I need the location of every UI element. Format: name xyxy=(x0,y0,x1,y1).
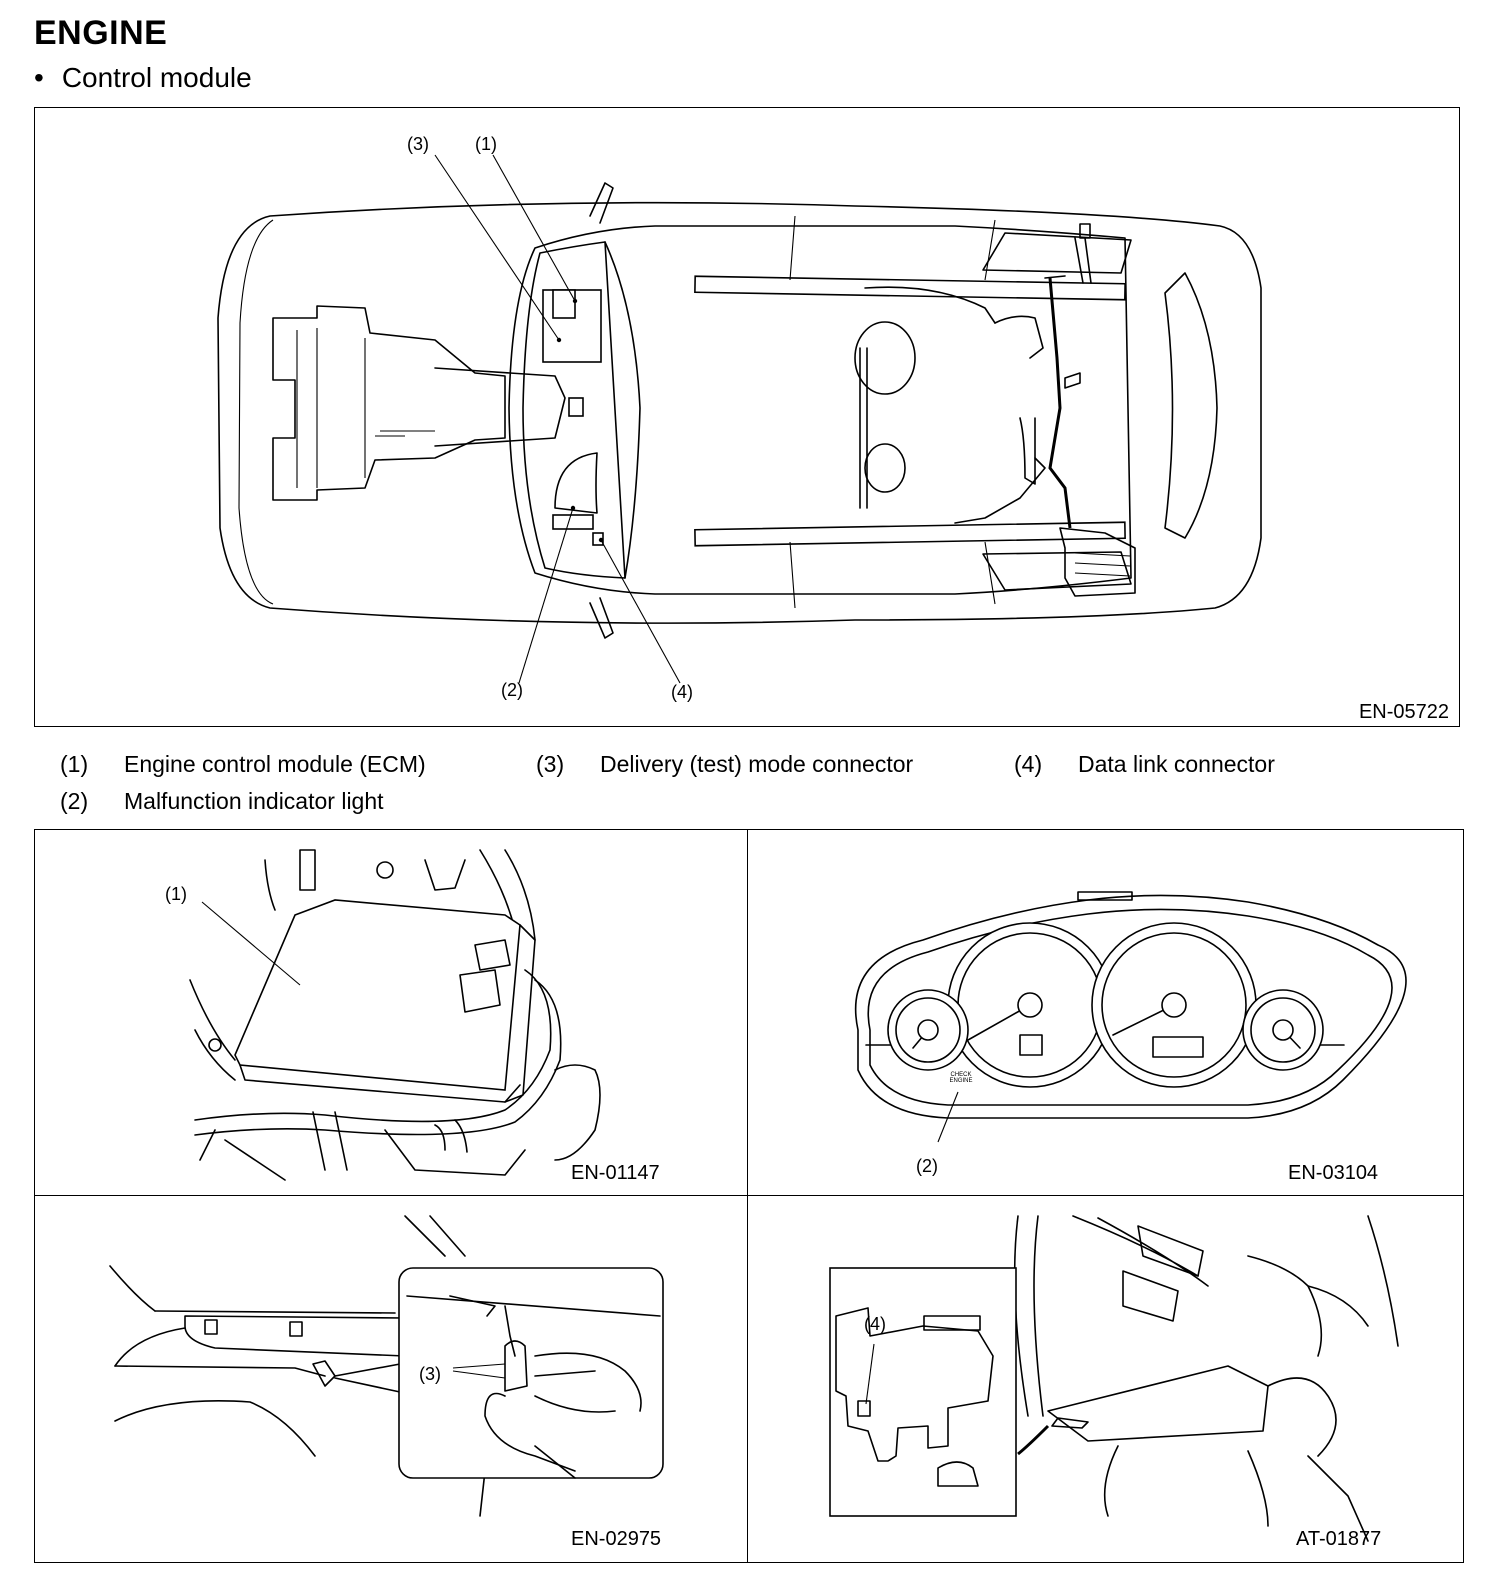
legend-text-1: Engine control module (ECM) xyxy=(124,751,426,777)
combination-meter-drawing xyxy=(854,891,1407,1143)
callout-2: (2) xyxy=(501,680,523,700)
legend-text-3: Delivery (test) mode connector xyxy=(600,751,914,777)
legend-number: (4) xyxy=(1014,751,1043,777)
panel-test-connector-code: EN-02975 xyxy=(571,1528,662,1550)
panel-meter: CHECK ENGINE (2) EN-03104 xyxy=(747,829,1464,1197)
vehicle-layout-drawing xyxy=(217,154,1262,684)
section-heading: • Control module xyxy=(34,62,252,94)
panel-meter-callout: (2) xyxy=(916,1156,938,1176)
panel-ecm-code: EN-01147 xyxy=(571,1162,660,1184)
panel-ecm-callout: (1) xyxy=(165,884,187,904)
legend-item-3: (3) xyxy=(536,751,564,778)
legend-number: (2) xyxy=(60,788,89,814)
panel-test-connector-callout: (3) xyxy=(419,1364,441,1384)
panel-dlc: (4) AT-01877 xyxy=(747,1195,1464,1563)
callout-3: (3) xyxy=(407,134,429,154)
legend-number: (3) xyxy=(536,751,565,777)
callout-1: (1) xyxy=(475,134,497,154)
panel-dlc-code: AT-01877 xyxy=(1296,1528,1382,1550)
panel-test-connector: (3) EN-02975 xyxy=(34,1195,749,1563)
page-title: ENGINE xyxy=(34,14,168,52)
main-figure-frame: (3) (1) (2) (4) EN-05722 xyxy=(34,107,1460,727)
callout-4: (4) xyxy=(671,682,693,702)
bullet-icon: • xyxy=(34,62,44,93)
check-engine-light-icon: CHECK ENGINE xyxy=(949,1072,973,1084)
panel-meter-code: EN-03104 xyxy=(1288,1162,1379,1184)
legend-item-1: (1) xyxy=(60,751,88,778)
legend-item-4: (4) xyxy=(1014,751,1042,778)
test-connector-drawing xyxy=(109,1215,664,1517)
panel-ecm: (1) EN-01147 xyxy=(34,829,749,1197)
legend-item-2: (2) xyxy=(60,788,88,815)
data-link-connector-drawing xyxy=(829,1215,1399,1542)
figure-code: EN-05722 xyxy=(1358,701,1449,723)
section-heading-text: Control module xyxy=(61,62,252,93)
legend-number: (1) xyxy=(60,751,89,777)
panel-dlc-callout: (4) xyxy=(864,1314,886,1334)
legend-text-2: Malfunction indicator light xyxy=(124,788,384,814)
legend-text-4: Data link connector xyxy=(1078,751,1275,777)
ecm-drawing xyxy=(189,849,601,1181)
